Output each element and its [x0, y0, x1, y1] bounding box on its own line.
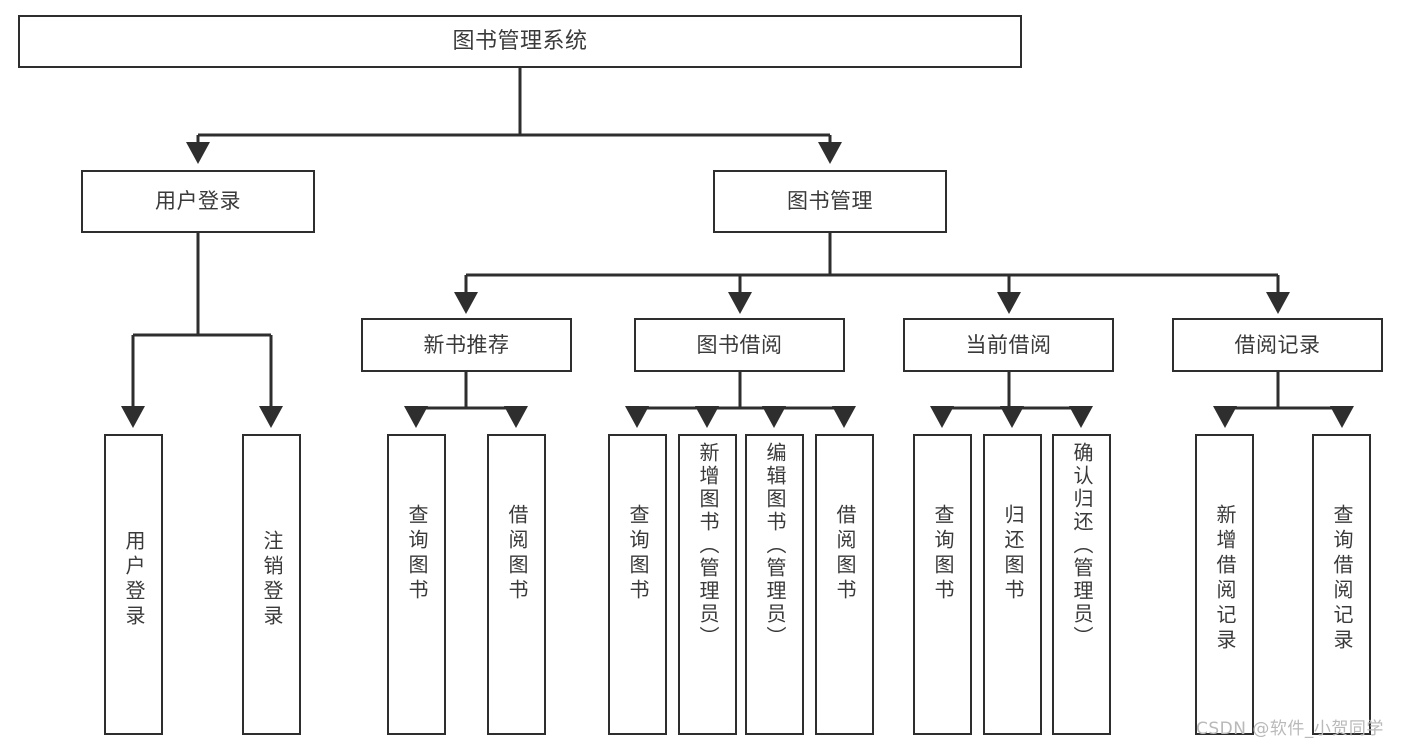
node-borrow-record[interactable]: 借阅记录	[1172, 318, 1383, 372]
node-book-management-label: 图书管理	[787, 189, 873, 214]
node-user-login-label: 用户登录	[155, 189, 241, 214]
leaf-add-record-label: 新增借阅记录	[1213, 504, 1237, 654]
leaf-query-record[interactable]: 查询借阅记录	[1312, 434, 1371, 735]
leaf-query-book-3-label: 查询图书	[931, 504, 955, 604]
node-current-borrow[interactable]: 当前借阅	[903, 318, 1114, 372]
leaf-borrow-book-2[interactable]: 借阅图书	[815, 434, 874, 735]
node-borrow-record-label: 借阅记录	[1234, 332, 1321, 357]
watermark: CSDN @软件_小贺同学	[1196, 719, 1384, 739]
node-book-borrow-label: 图书借阅	[696, 332, 783, 357]
leaf-add-book-label: 新增图书（管理员）	[696, 442, 720, 649]
leaf-borrow-book-1[interactable]: 借阅图书	[487, 434, 546, 735]
leaf-add-record[interactable]: 新增借阅记录	[1195, 434, 1254, 735]
leaf-borrow-book-1-label: 借阅图书	[505, 504, 529, 604]
leaf-confirm-return[interactable]: 确认归还（管理员）	[1052, 434, 1111, 735]
leaf-query-record-label: 查询借阅记录	[1330, 504, 1354, 654]
leaf-edit-book[interactable]: 编辑图书（管理员）	[745, 434, 804, 735]
leaf-query-book-2-label: 查询图书	[626, 504, 650, 604]
leaf-return-book[interactable]: 归还图书	[983, 434, 1042, 735]
node-root[interactable]: 图书管理系统	[18, 15, 1022, 68]
leaf-logout-login[interactable]: 注销登录	[242, 434, 301, 735]
leaf-user-login-label: 用户登录	[122, 530, 146, 630]
node-user-login[interactable]: 用户登录	[81, 170, 315, 233]
leaf-query-book-3[interactable]: 查询图书	[913, 434, 972, 735]
leaf-add-book[interactable]: 新增图书（管理员）	[678, 434, 737, 735]
leaf-logout-login-label: 注销登录	[260, 530, 284, 630]
node-root-label: 图书管理系统	[452, 28, 588, 54]
leaf-query-book-1-label: 查询图书	[405, 504, 429, 604]
leaf-query-book-2[interactable]: 查询图书	[608, 434, 667, 735]
node-new-book-recommend[interactable]: 新书推荐	[361, 318, 572, 372]
node-book-management[interactable]: 图书管理	[713, 170, 947, 233]
leaf-user-login[interactable]: 用户登录	[104, 434, 163, 735]
node-current-borrow-label: 当前借阅	[965, 332, 1052, 357]
leaf-edit-book-label: 编辑图书（管理员）	[763, 442, 787, 649]
leaf-query-book-1[interactable]: 查询图书	[387, 434, 446, 735]
leaf-return-book-label: 归还图书	[1001, 504, 1025, 604]
leaf-borrow-book-2-label: 借阅图书	[833, 504, 857, 604]
node-new-book-recommend-label: 新书推荐	[423, 332, 510, 357]
node-book-borrow[interactable]: 图书借阅	[634, 318, 845, 372]
leaf-confirm-return-label: 确认归还（管理员）	[1070, 442, 1094, 649]
